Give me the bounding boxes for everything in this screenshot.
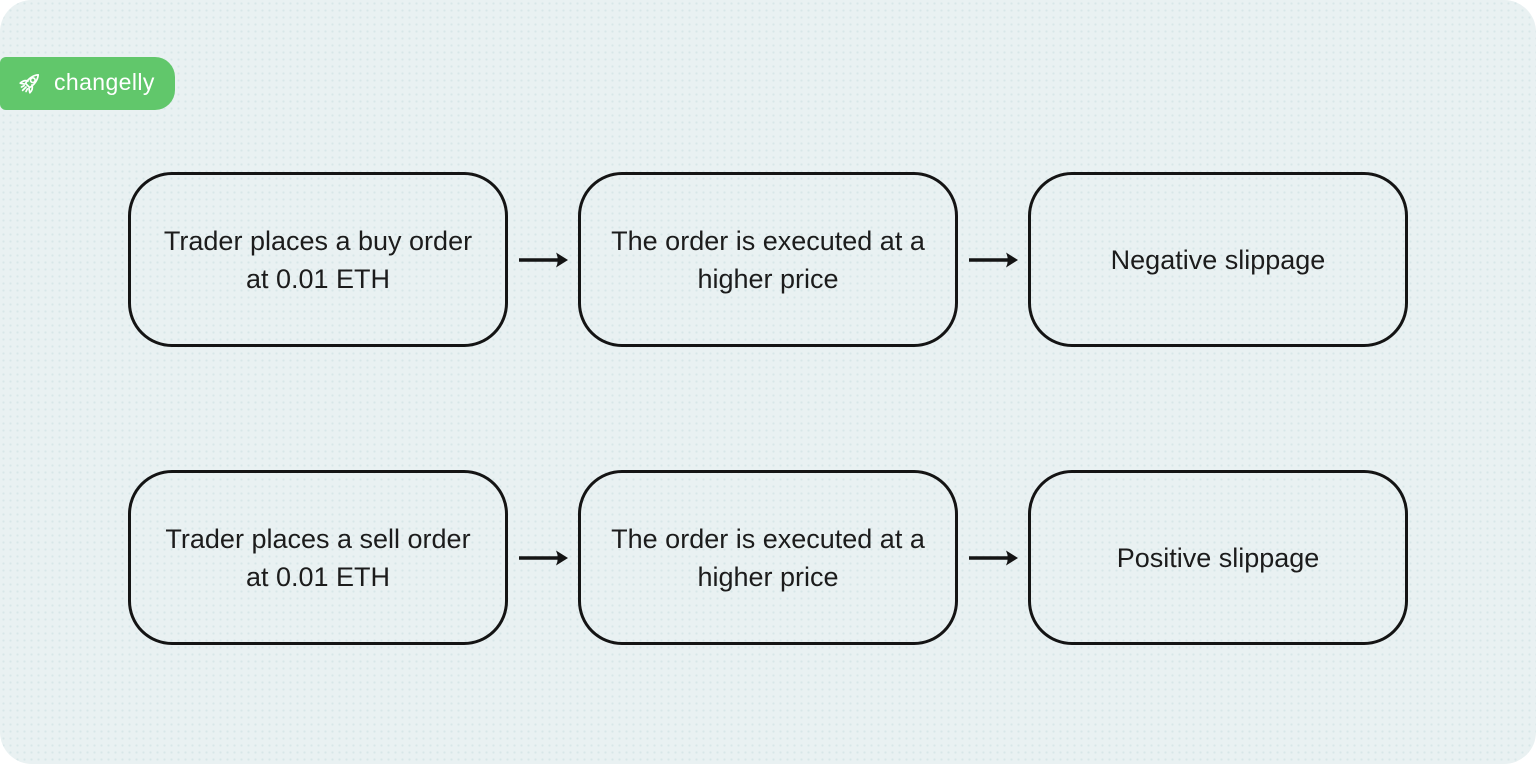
flow-box-negative-slippage: Negative slippage — [1028, 172, 1408, 347]
arrow-right-icon — [969, 252, 1018, 268]
box-text-line: at 0.01 ETH — [245, 561, 391, 592]
box-text-line: at 0.01 ETH — [245, 263, 391, 294]
box-text-line: higher price — [697, 561, 839, 592]
box-text-line: The order is executed at a — [611, 225, 925, 256]
flow-box-positive-slippage: Positive slippage — [1028, 470, 1408, 645]
box-text-line: Negative slippage — [1110, 244, 1326, 275]
box-text-line: Positive slippage — [1116, 542, 1320, 573]
arrow-right-icon — [969, 550, 1018, 566]
flow-box-executed-higher-2: The order is executed at a higher price — [578, 470, 958, 645]
rocket-icon — [19, 73, 40, 94]
box-text-line: The order is executed at a — [611, 523, 925, 554]
box-text-line: Trader places a sell order — [165, 523, 471, 554]
box-text-line: Trader places a buy order — [163, 225, 473, 256]
flow-box-sell-order: Trader places a sell order at 0.01 ETH — [128, 470, 508, 645]
arrow-right-icon — [519, 252, 568, 268]
changelly-logo-badge: changelly — [0, 57, 175, 110]
flow-box-buy-order: Trader places a buy order at 0.01 ETH — [128, 172, 508, 347]
box-text-line: higher price — [697, 263, 839, 294]
flow-box-executed-higher-1: The order is executed at a higher price — [578, 172, 958, 347]
arrow-right-icon — [519, 550, 568, 566]
brand-name: changelly — [54, 69, 155, 95]
